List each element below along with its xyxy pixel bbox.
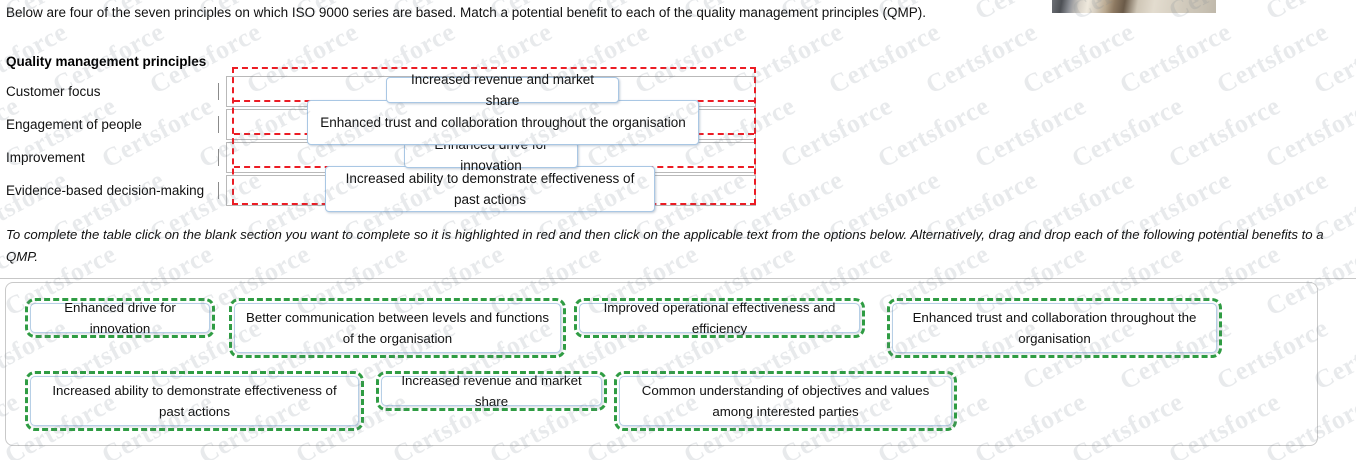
placed-answer-chip-trust[interactable]: Enhanced trust and collaboration through…	[307, 100, 699, 145]
option-innovation[interactable]: Enhanced drive for innovation	[25, 298, 215, 338]
section-divider	[0, 278, 1356, 279]
row-divider	[218, 181, 219, 199]
page-title: Quality management principles	[6, 54, 207, 69]
watermark-text: Certsforce	[1018, 16, 1139, 100]
watermark-text: Certsforce	[1067, 90, 1188, 174]
option-label: Improved operational effectiveness and e…	[603, 300, 836, 336]
intro-paragraph: Below are four of the seven principles o…	[6, 5, 927, 20]
option-revenue-market-share[interactable]: Increased revenue and market share	[376, 371, 607, 411]
watermark-text: Certsforce	[921, 16, 1042, 100]
instructions-paragraph: To complete the table click on the blank…	[6, 227, 1324, 264]
qmp-label-improvement: Improvement	[6, 149, 85, 165]
row-divider	[218, 148, 219, 166]
qmp-label-evidence-based-decision-making: Evidence-based decision-making	[6, 182, 205, 198]
chip-label: Increased revenue and market share	[410, 72, 595, 108]
row-divider	[218, 82, 219, 100]
chip-label: Enhanced trust and collaboration through…	[320, 115, 686, 130]
option-label: Increased ability to demonstrate effecti…	[52, 383, 337, 419]
watermark-text: Certsforce	[1115, 16, 1236, 100]
option-label: Common understanding of objectives and v…	[641, 383, 930, 419]
watermark-text: Certsforce	[1212, 16, 1333, 100]
option-past-actions[interactable]: Increased ability to demonstrate effecti…	[25, 371, 364, 431]
placed-answer-chip-revenue[interactable]: Increased revenue and market share	[386, 72, 619, 108]
watermark-text: Certsforce	[1261, 90, 1356, 174]
watermark-text: Certsforce	[1261, 0, 1356, 26]
watermark-text: Certsforce	[1164, 90, 1285, 174]
option-trust-collaboration[interactable]: Enhanced trust and collaboration through…	[887, 298, 1222, 358]
watermark-text: Certsforce	[824, 16, 945, 100]
row-divider	[218, 115, 219, 133]
watermark-text: Certsforce	[873, 90, 994, 174]
option-label: Enhanced trust and collaboration through…	[912, 310, 1197, 346]
option-label: Increased revenue and market share	[401, 373, 582, 409]
option-label: Better communication between levels and …	[245, 310, 550, 346]
option-operational-effectiveness[interactable]: Improved operational effectiveness and e…	[574, 298, 865, 338]
watermark-text: Certsforce	[970, 90, 1091, 174]
qmp-label-customer-focus: Customer focus	[6, 83, 101, 99]
option-label: Enhanced drive for innovation	[64, 300, 176, 336]
qmp-label-engagement-of-people: Engagement of people	[6, 116, 142, 132]
watermark-text: Certsforce	[1309, 16, 1356, 100]
watermark-text: Certsforce	[776, 90, 897, 174]
option-common-understanding[interactable]: Common understanding of objectives and v…	[614, 371, 957, 431]
option-bank-panel: Enhanced drive for innovation Better com…	[5, 282, 1318, 446]
header-photo-fragment	[1052, 0, 1216, 13]
option-communication[interactable]: Better communication between levels and …	[229, 298, 566, 358]
placed-answer-chip-innovation[interactable]: Enhanced drive for innovation	[404, 137, 578, 173]
